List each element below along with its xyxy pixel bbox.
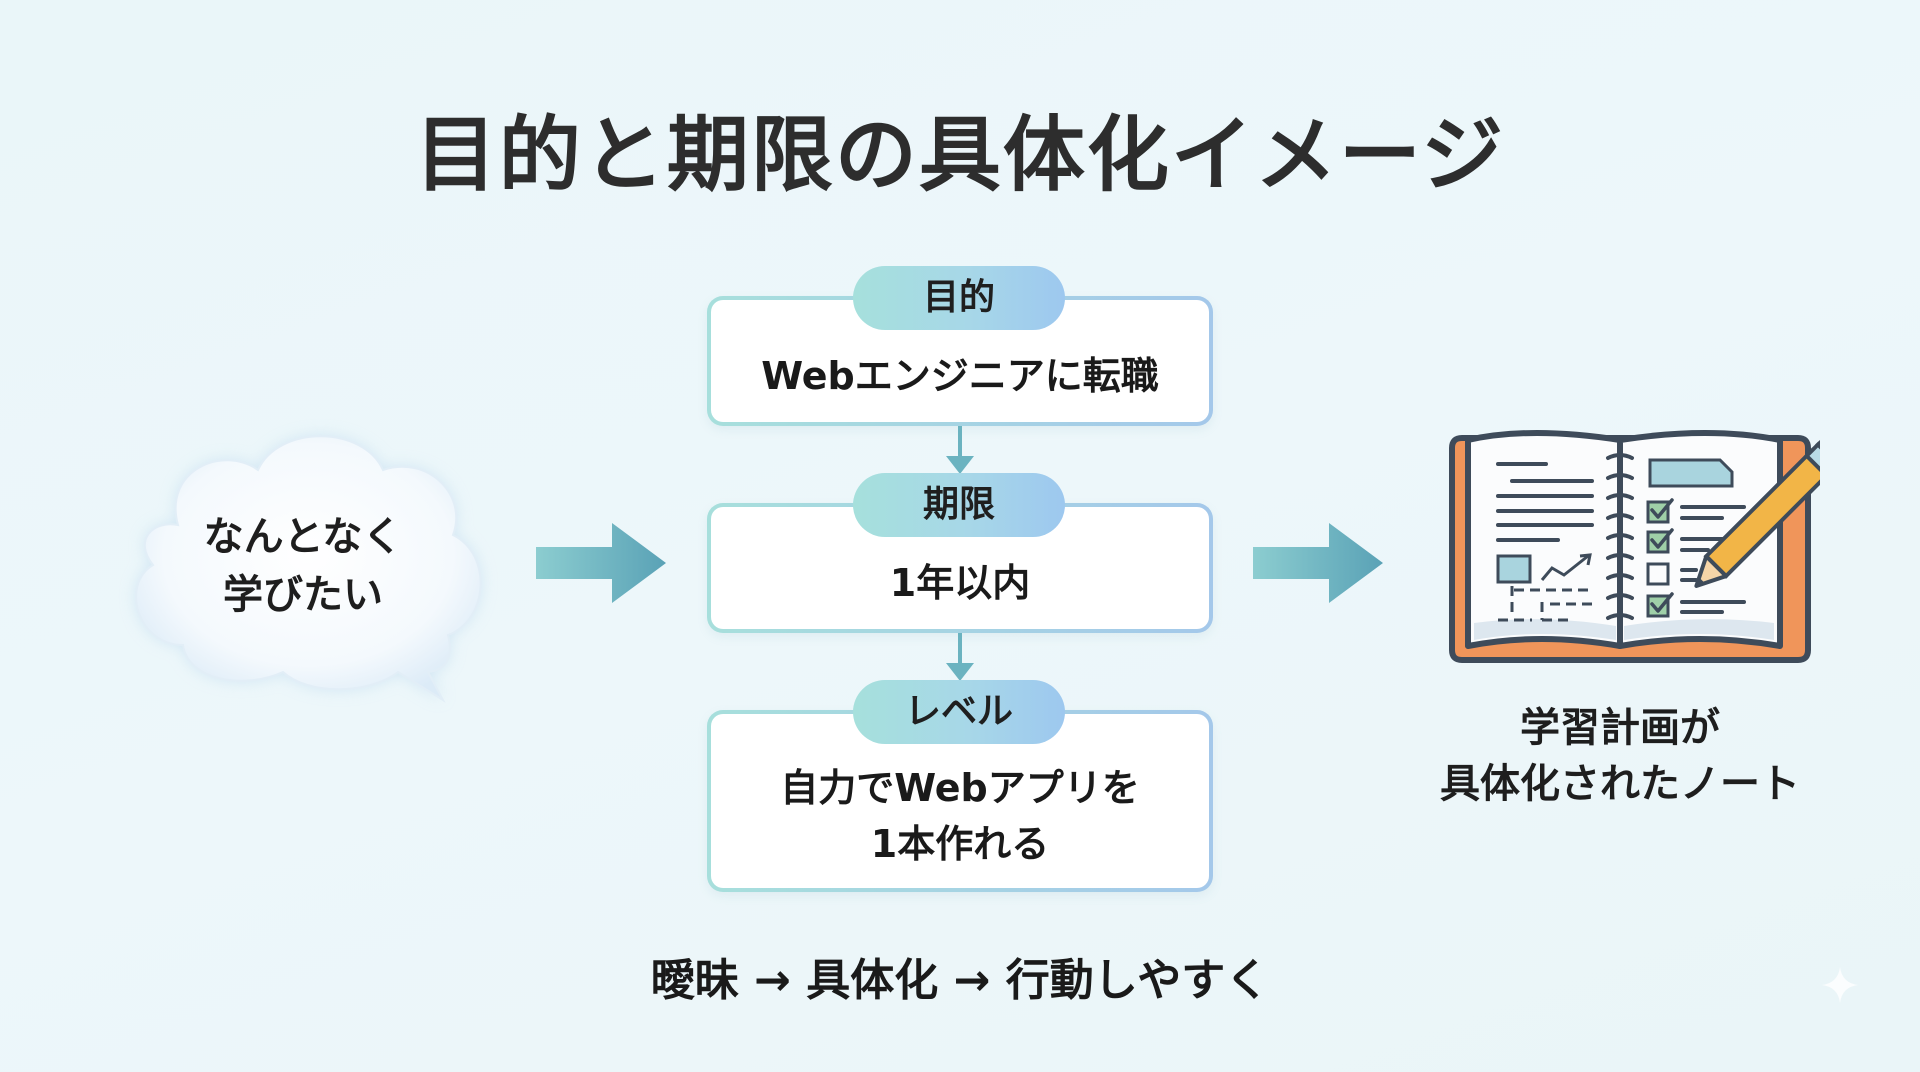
cloud-line: 学びたい [223,572,383,618]
down-arrow-icon [946,633,974,681]
level-value-line: 自力でWebアプリを [780,766,1140,810]
page-title: 目的と期限の具体化イメージ [414,108,1506,203]
level-value: 自力でWebアプリを 1本作れる [711,760,1209,872]
notebook-caption-line: 具体化されたノート [1440,761,1800,807]
cloud-text: なんとなく 学びたい [108,508,498,624]
level-label: レベル [853,680,1065,744]
deadline-label: 期限 [853,473,1065,537]
right-arrow-icon [536,523,666,603]
notebook-caption-line: 学習計画が [1520,705,1720,751]
cloud-line: なんとなく [203,514,403,560]
deadline-value: 1年以内 [889,561,1031,605]
notebook-caption: 学習計画が 具体化されたノート [1390,700,1850,812]
sparkle-icon [1822,967,1858,1003]
cloud-icon [135,435,482,703]
down-arrow-icon [946,426,974,474]
right-arrow-icon [1253,523,1383,603]
purpose-value: Webエンジニアに転職 [761,354,1159,398]
notebook-icon [1449,430,1820,663]
purpose-label: 目的 [853,266,1065,330]
level-value-line: 1本作れる [870,822,1050,866]
summary-text: 曖昧 → 具体化 → 行動しやすく [650,955,1270,1006]
thought-bubble: なんとなく 学びたい [108,410,498,720]
